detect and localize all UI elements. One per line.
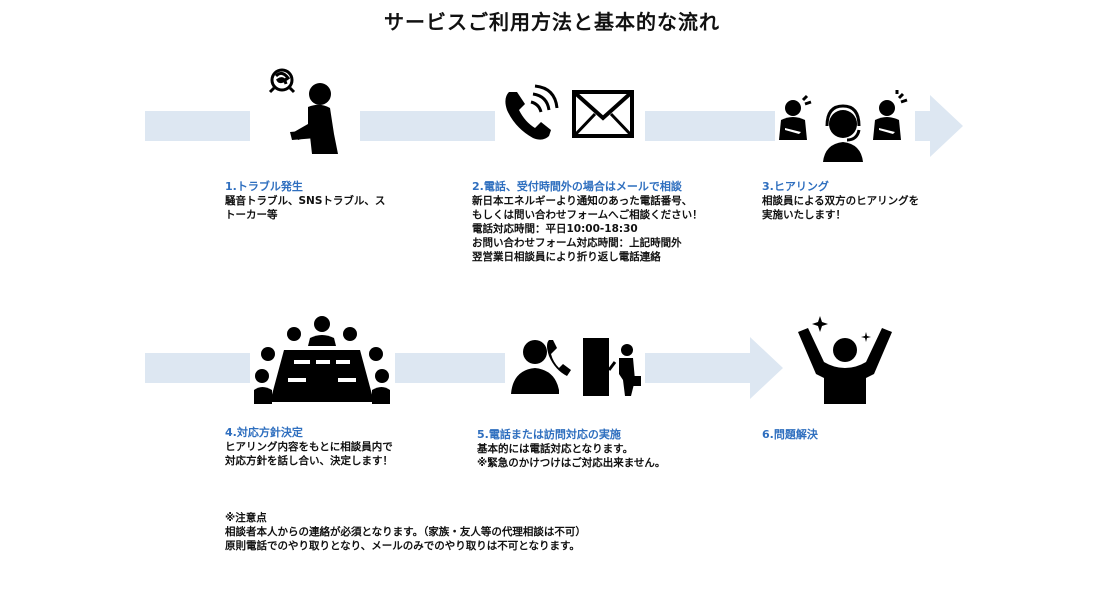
step-text: 翌営業日相談員により折り返し電話連絡: [472, 251, 661, 263]
step-5: 5.電話または訪問対応の実施 基本的には電話対応となります。 ※緊急のかけつけは…: [477, 428, 665, 470]
step-title: 5.電話または訪問対応の実施: [477, 428, 621, 441]
step-1: 1.トラブル発生 騒音トラブル、SNSトラブル、ス トーカー等: [225, 180, 385, 222]
headset-operator-icon: [775, 90, 915, 170]
phone-visit-icon: [505, 330, 645, 400]
step-text: 相談員による双方のヒアリングを: [762, 195, 920, 207]
step-title: 1.トラブル発生: [225, 180, 303, 193]
phone-and-mail-icon: [495, 80, 645, 150]
step-text: 基本的には電話対応となります。: [477, 443, 634, 455]
page-title: サービスご利用方法と基本的な流れ: [384, 10, 720, 34]
step-text: ヒアリング内容をもとに相談員内で: [225, 441, 393, 453]
caution-note: ※注意点 相談者本人からの連絡が必須となります。（家族・友人等の代理相談は不可）…: [225, 511, 586, 553]
step-text: 実施いたします！: [762, 209, 846, 221]
step-title: 4.対応方針決定: [225, 426, 303, 439]
step-title: 3.ヒアリング: [762, 180, 829, 193]
note-heading: ※注意点: [225, 512, 267, 524]
arrow-shape: [145, 337, 783, 399]
step-text: 電話対応時間：平日10:00-18:30: [472, 223, 638, 235]
step-4: 4.対応方針決定 ヒアリング内容をもとに相談員内で 対応方針を話し合い、決定しま…: [225, 426, 393, 468]
step-text: もしくは問い合わせフォームへご相談ください！: [472, 209, 703, 221]
step-text: 騒音トラブル、SNSトラブル、ス: [225, 195, 386, 207]
mail-icon: [572, 90, 634, 138]
step-text: ※緊急のかけつけはご対応出来ません。: [477, 457, 666, 469]
step-3: 3.ヒアリング 相談員による双方のヒアリングを 実施いたします！: [762, 180, 919, 222]
step-2: 2.電話、受付時間外の場合はメールで相談 新日本エネルギーより通知のあった電話番…: [472, 180, 703, 264]
step-6: 6.問題解決: [762, 428, 818, 442]
troubled-person-icon: [250, 62, 360, 162]
step-text: 新日本エネルギーより通知のあった電話番号、: [472, 195, 693, 207]
step-title: 6.問題解決: [762, 428, 818, 441]
step-text: 対応方針を話し合い、決定します！: [225, 455, 393, 467]
step-title: 2.電話、受付時間外の場合はメールで相談: [472, 180, 682, 193]
meeting-table-icon: [250, 312, 395, 412]
step-text: トーカー等: [225, 209, 278, 221]
celebrating-person-icon: [790, 312, 900, 407]
step-text: お問い合わせフォーム対応時間：上記時間外: [472, 237, 682, 249]
note-line: 相談者本人からの連絡が必須となります。（家族・友人等の代理相談は不可）: [225, 526, 586, 538]
flow-arrow-row2: [145, 337, 783, 399]
phone-icon: [505, 92, 551, 140]
note-line: 原則電話でのやり取りとなり、メールのみでのやり取りは不可となります。: [225, 540, 580, 552]
